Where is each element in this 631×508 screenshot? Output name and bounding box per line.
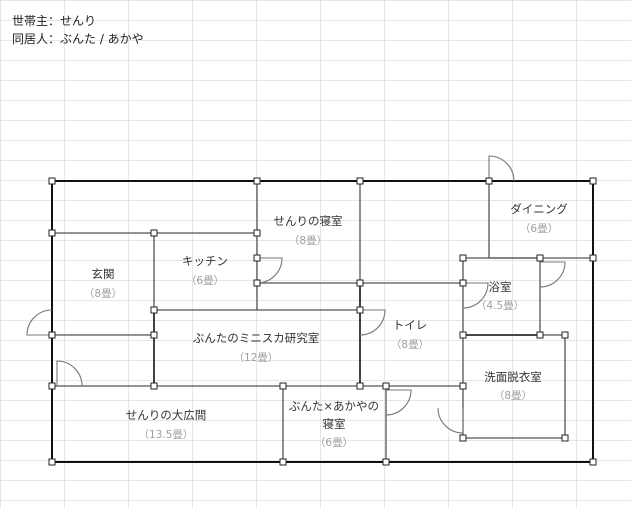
junction-handle[interactable]: [459, 434, 467, 442]
junction-handle[interactable]: [536, 254, 544, 262]
door-senri-bedroom: [256, 257, 283, 284]
junction-handle[interactable]: [356, 279, 364, 287]
room-name-lab: ぶんたのミニスカ研究室: [193, 331, 320, 345]
junction-handle[interactable]: [459, 331, 467, 339]
doors: [26, 155, 566, 434]
junction-handle[interactable]: [48, 382, 56, 390]
room-name-dining: ダイニング: [510, 202, 568, 216]
junction-handle[interactable]: [253, 279, 261, 287]
junction-handle[interactable]: [589, 458, 597, 466]
junction-handle[interactable]: [279, 382, 287, 390]
door-toilet: [359, 309, 386, 336]
outer-wall: [51, 180, 594, 463]
door-great-hall: [56, 360, 83, 387]
selection-handles[interactable]: [48, 177, 597, 466]
room-name-bath: 浴室: [489, 280, 512, 294]
junction-handle[interactable]: [561, 434, 569, 442]
junction-handle[interactable]: [356, 306, 364, 314]
householder-label: 世帯主：せんり: [12, 14, 97, 28]
room-name-kitchen: キッチン: [182, 254, 228, 268]
junction-handle[interactable]: [536, 331, 544, 339]
junction-handle[interactable]: [150, 306, 158, 314]
room-size-bath: （4.5畳）: [476, 300, 524, 312]
room-name-great-hall: せんりの大広間: [126, 408, 207, 422]
door-bath: [462, 282, 489, 309]
junction-handle[interactable]: [589, 177, 597, 185]
room-size-kitchen: （6畳）: [186, 275, 224, 287]
junction-handle[interactable]: [485, 177, 493, 185]
junction-handle[interactable]: [253, 254, 261, 262]
room-size-entrance: （8畳）: [84, 288, 122, 300]
door-couple-bedroom: [385, 389, 412, 416]
room-size-lab: （12畳）: [234, 352, 279, 364]
door-dining: [488, 155, 515, 182]
room-labels: せんりの寝室 （8畳） ダイニング （6畳） 玄関 （8畳） キッチン （6畳）…: [84, 202, 568, 449]
room-name-senri-bedroom: せんりの寝室: [274, 214, 343, 228]
junction-handle[interactable]: [459, 254, 467, 262]
door-entrance: [26, 309, 53, 336]
room-name-couple-bedroom-line2: 寝室: [323, 417, 346, 431]
room-name-toilet: トイレ: [393, 318, 428, 332]
junction-handle[interactable]: [48, 229, 56, 237]
room-name-couple-bedroom: ぶんた×あかやの: [289, 399, 379, 413]
junction-handle[interactable]: [382, 458, 390, 466]
room-size-dining: （6畳）: [520, 223, 558, 235]
room-name-washroom: 洗面脱衣室: [484, 370, 542, 384]
junction-handle[interactable]: [150, 229, 158, 237]
junction-handle[interactable]: [48, 177, 56, 185]
junction-handle[interactable]: [459, 279, 467, 287]
junction-handle[interactable]: [150, 331, 158, 339]
junction-handle[interactable]: [356, 177, 364, 185]
junction-handle[interactable]: [150, 382, 158, 390]
junction-handle[interactable]: [279, 458, 287, 466]
junction-handle[interactable]: [48, 458, 56, 466]
household-header: 世帯主：せんり 同居人：ぶんた / あかや: [12, 12, 144, 48]
room-name-entrance: 玄関: [92, 267, 115, 281]
junction-handle[interactable]: [589, 254, 597, 262]
junction-handle[interactable]: [253, 229, 261, 237]
junction-handle[interactable]: [561, 331, 569, 339]
door-washroom: [437, 407, 464, 434]
junction-handle[interactable]: [459, 382, 467, 390]
room-size-couple-bedroom: （6畳）: [315, 437, 353, 449]
junction-handle[interactable]: [48, 331, 56, 339]
door-dining-bath: [539, 261, 566, 288]
junction-handle[interactable]: [382, 382, 390, 390]
room-size-great-hall: （13.5畳）: [139, 429, 194, 441]
junction-handle[interactable]: [356, 382, 364, 390]
room-size-washroom: （8畳）: [494, 390, 532, 402]
cohabitants-label: 同居人：ぶんた / あかや: [12, 32, 144, 46]
junction-handle[interactable]: [253, 177, 261, 185]
room-size-senri-bedroom: （8畳）: [289, 235, 327, 247]
room-size-toilet: （8畳）: [391, 339, 429, 351]
